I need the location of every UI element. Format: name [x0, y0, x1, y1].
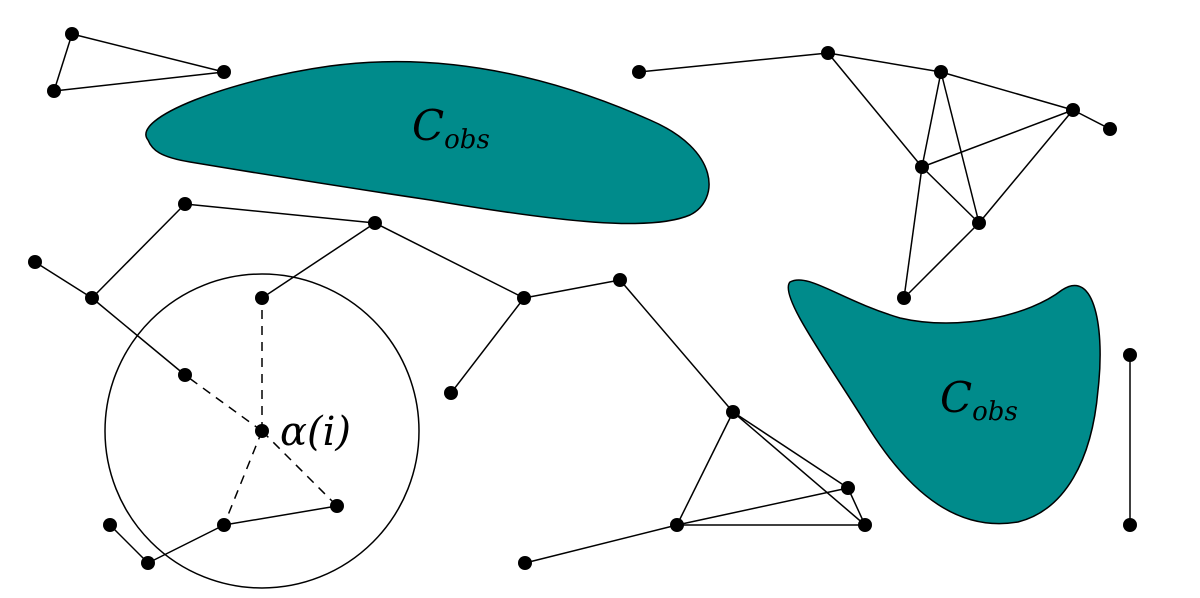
node — [841, 481, 855, 495]
node — [178, 368, 192, 382]
node — [821, 46, 835, 60]
edge — [374, 222, 525, 299]
node — [726, 405, 740, 419]
edge — [676, 411, 734, 526]
obstacle-region-2 — [787, 279, 1101, 525]
node — [915, 160, 929, 174]
node — [217, 518, 231, 532]
node — [1066, 103, 1080, 117]
highlighted-node-label: α(i) — [280, 409, 351, 455]
edge — [71, 33, 225, 73]
edge — [524, 524, 678, 564]
roadmap-edges — [34, 33, 1131, 564]
dashed-edge — [223, 430, 263, 526]
edge — [53, 71, 225, 92]
edge — [732, 411, 866, 526]
edge — [921, 166, 980, 224]
node — [65, 27, 79, 41]
node — [178, 197, 192, 211]
node — [28, 255, 42, 269]
node — [613, 273, 627, 287]
obstacle-label-1: Cobs — [412, 101, 490, 155]
highlighted-node — [255, 424, 269, 438]
edge — [91, 203, 186, 299]
edge — [34, 261, 93, 299]
node — [1123, 518, 1137, 532]
edge — [940, 71, 980, 224]
node — [217, 65, 231, 79]
node — [518, 556, 532, 570]
edge — [978, 109, 1074, 224]
node — [141, 556, 155, 570]
edge — [53, 33, 73, 92]
edge — [638, 52, 829, 73]
edge — [450, 297, 525, 394]
node — [47, 84, 61, 98]
edge — [184, 203, 376, 224]
node — [444, 386, 458, 400]
node — [85, 291, 99, 305]
node — [1123, 348, 1137, 362]
node — [897, 291, 911, 305]
edge — [91, 297, 186, 376]
edge — [676, 487, 849, 526]
node — [517, 291, 531, 305]
node — [670, 518, 684, 532]
node — [368, 216, 382, 230]
dashed-edge — [184, 374, 263, 432]
edge — [827, 52, 942, 73]
node — [858, 518, 872, 532]
edge — [732, 411, 849, 489]
edge — [940, 71, 1074, 111]
edge — [223, 505, 338, 526]
edge — [903, 222, 980, 299]
edge — [903, 166, 923, 299]
dashed-edges — [184, 298, 338, 526]
node — [972, 216, 986, 230]
node — [934, 65, 948, 79]
edge — [147, 524, 225, 564]
edge — [619, 279, 734, 413]
edge — [261, 222, 376, 299]
edge — [827, 52, 923, 168]
edge — [921, 109, 1074, 168]
edge — [921, 71, 942, 168]
edge — [109, 524, 149, 564]
roadmap-nodes — [28, 27, 1137, 570]
edge — [523, 279, 621, 299]
node — [1103, 122, 1117, 136]
dashed-edge — [261, 430, 338, 507]
obstacle-label-2: Cobs — [940, 373, 1018, 427]
obstacle-region-1 — [145, 60, 710, 225]
node — [632, 65, 646, 79]
neighborhood-circle — [104, 273, 420, 589]
node — [330, 499, 344, 513]
node — [103, 518, 117, 532]
node — [255, 291, 269, 305]
